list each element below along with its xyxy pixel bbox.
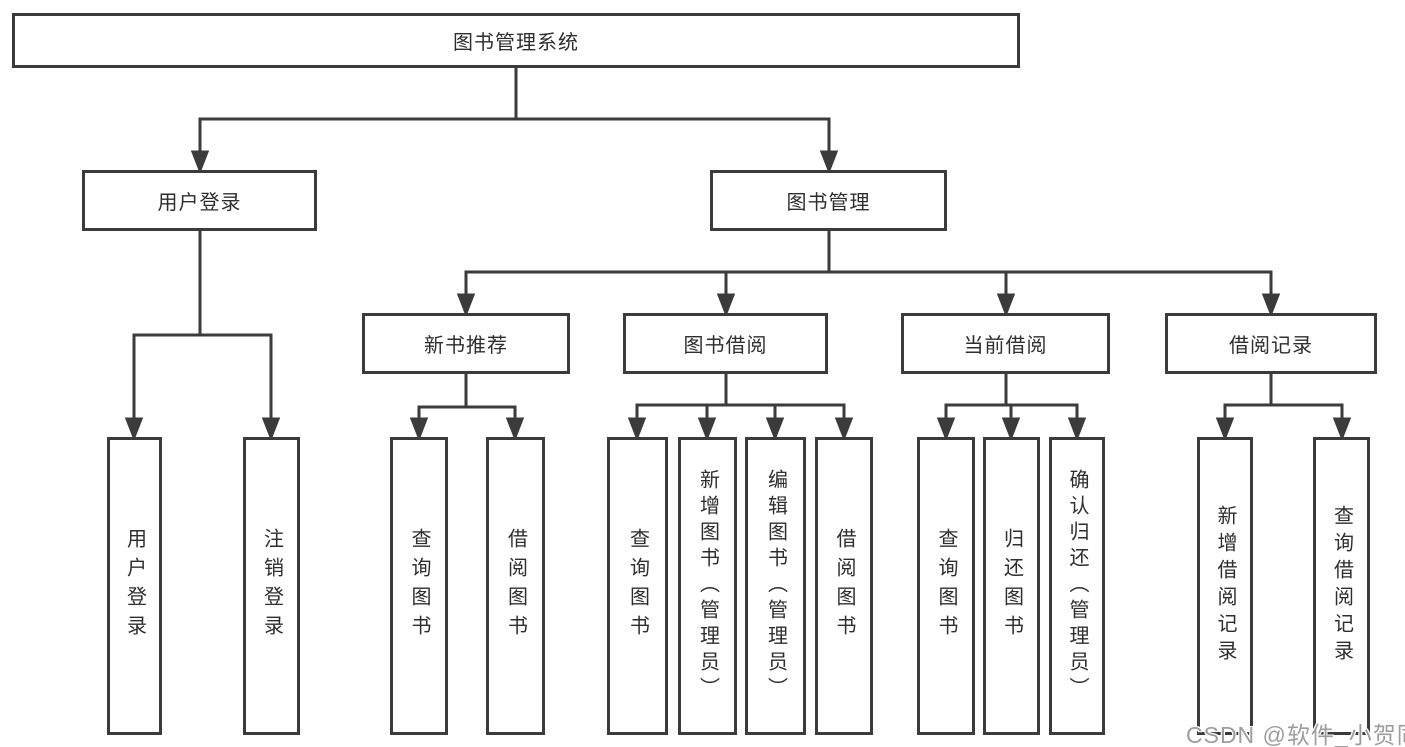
node-label: 查询图书: [626, 528, 649, 644]
node-book-borrow: 图书借阅: [623, 313, 828, 374]
node-label: 当前借阅: [963, 335, 1048, 357]
leaf-borrow-edit-book-admin: 编辑图书（管理员）: [745, 437, 806, 735]
node-label: 归还图书: [1000, 528, 1023, 644]
node-label: 确认归还（管理员）: [1066, 469, 1088, 703]
node-label: 用户登录: [123, 528, 146, 644]
node-new-book-recommend: 新书推荐: [362, 313, 570, 374]
book-borrow-connector: [627, 374, 854, 442]
leaf-record-add-borrow-record: 新增借阅记录: [1197, 437, 1253, 735]
leaf-borrow-query-book: 查询图书: [607, 437, 668, 735]
node-label: 新书推荐: [424, 335, 508, 357]
borrow-record-connector: [1215, 374, 1352, 442]
node-label: 借阅图书: [833, 528, 855, 644]
leaf-current-query-book: 查询图书: [917, 437, 975, 735]
node-label: 用户登录: [157, 192, 242, 214]
leaf-record-query-borrow-record: 查询借阅记录: [1313, 437, 1370, 735]
csdn-watermark: CSDN @软件_小贺同学: [1186, 722, 1405, 747]
leaf-borrow-add-book-admin: 新增图书（管理员）: [678, 437, 737, 735]
node-label: 借阅图书: [504, 528, 527, 644]
node-label: 编辑图书（管理员）: [764, 469, 787, 703]
node-book-management: 图书管理: [710, 170, 947, 231]
node-label: 图书借阅: [683, 335, 768, 357]
book-management-connector: [456, 231, 1281, 318]
leaf-current-return-book: 归还图书: [983, 437, 1040, 735]
node-label: 查询图书: [935, 528, 957, 644]
node-label: 查询图书: [408, 528, 430, 644]
node-label: 新增借阅记录: [1214, 505, 1236, 667]
node-label: 借阅记录: [1229, 335, 1313, 357]
leaf-logout: 注销登录: [243, 437, 300, 735]
current-borrow-connector: [936, 374, 1087, 442]
node-label: 注销登录: [260, 528, 283, 644]
node-borrow-record: 借阅记录: [1165, 313, 1377, 374]
leaf-current-confirm-return-admin: 确认归还（管理员）: [1049, 437, 1105, 735]
new-book-connector: [409, 374, 525, 442]
node-label: 查询借阅记录: [1330, 505, 1353, 667]
leaf-newbook-borrow-book: 借阅图书: [486, 437, 545, 735]
node-label: 新增图书（管理员）: [696, 469, 719, 703]
leaf-newbook-query-book: 查询图书: [390, 437, 448, 735]
node-label: 图书管理系统: [453, 32, 579, 54]
node-label: 图书管理: [786, 192, 871, 214]
leaf-user-login: 用户登录: [107, 437, 162, 735]
leaf-borrow-borrow-book: 借阅图书: [815, 437, 873, 735]
node-root-system: 图书管理系统: [12, 13, 1020, 68]
node-current-borrow: 当前借阅: [901, 313, 1110, 374]
node-user-login: 用户登录: [82, 170, 317, 231]
root-connector: [190, 68, 839, 175]
user-login-connector: [124, 231, 281, 442]
